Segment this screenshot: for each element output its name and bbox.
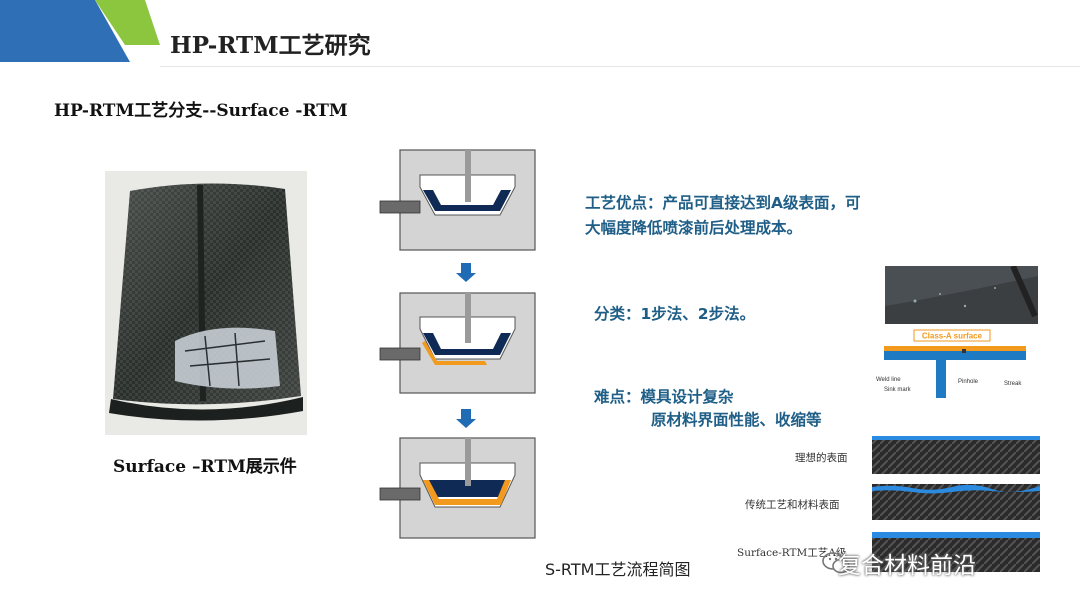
advantage-line-2: 大幅度降低喷漆前后处理成本。: [585, 219, 803, 237]
label-sink-mark: Sink mark: [884, 387, 912, 393]
difficulty-text: 难点：模具设计复杂 原材料界面性能、收缩等: [594, 386, 822, 432]
down-arrow-2: [456, 409, 476, 428]
class-a-defect-figure: Class-A surface Weld line Sink mark Pinh…: [876, 329, 1026, 398]
advantage-line-1: 工艺优点：产品可直接达到A级表面，可: [585, 194, 861, 212]
strip-ideal: [872, 436, 1040, 474]
difficulty-line-2: 原材料界面性能、收缩等: [651, 411, 822, 429]
strip-label-srtm: Surface-RTM工艺A级: [737, 547, 847, 559]
strip-label-traditional: 传统工艺和材料表面: [745, 499, 840, 511]
difficulty-line-1: 难点：模具设计复杂: [594, 388, 734, 406]
strip-label-ideal: 理想的表面: [795, 452, 848, 464]
carbon-part-photo: [105, 171, 307, 435]
mold-step-2: [379, 292, 536, 394]
wechat-icon: [822, 552, 850, 574]
corner-decoration: [0, 0, 160, 62]
label-pinhole: Pinhole: [958, 379, 979, 385]
watermark-text: 复合材料前沿: [838, 553, 976, 579]
strip-traditional: [872, 484, 1040, 520]
down-arrow-1: [456, 263, 476, 282]
class-a-header: Class-A surface: [922, 332, 983, 341]
diagram-caption: S-RTM工艺流程简图: [545, 560, 691, 579]
srtm-process-diagram: [379, 149, 536, 539]
classification-text: 分类：1步法、2步法。: [594, 305, 756, 323]
mold-step-1: [379, 149, 536, 251]
mold-step-3: [379, 437, 536, 539]
label-weld-line: Weld line: [876, 377, 901, 383]
photo-caption: Surface –RTM展示件: [113, 457, 297, 477]
slide-title: HP-RTM工艺研究: [170, 32, 371, 59]
surface-defect-photo: [885, 266, 1038, 324]
strip-srtm: [872, 532, 1040, 572]
slide-subtitle: HP-RTM工艺分支--Surface -RTM: [54, 101, 348, 121]
title-divider: [160, 66, 1080, 67]
label-streak: Streak: [1004, 381, 1022, 387]
advantage-text: 工艺优点：产品可直接达到A级表面，可 大幅度降低喷漆前后处理成本。: [585, 191, 861, 241]
